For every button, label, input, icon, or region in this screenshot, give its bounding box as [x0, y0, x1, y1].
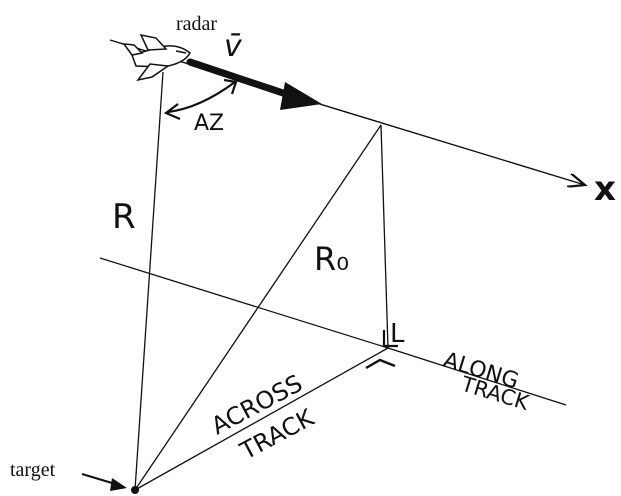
closest-range-line [134, 124, 382, 491]
closest-range-label: R₀ [314, 240, 349, 278]
airplane-icon [122, 33, 191, 82]
across-track-line [134, 347, 389, 491]
ground-reference-line [99, 257, 389, 349]
azimuth-arrowhead-right [223, 78, 238, 95]
azimuth-label: AZ [194, 111, 224, 136]
velocity-label: v̄ [224, 29, 243, 64]
target-point [131, 486, 139, 494]
x-axis-label: x [594, 169, 616, 209]
right-angle-mark-vertical [382, 330, 398, 348]
slant-range-label: R [112, 197, 136, 237]
slant-range-line [134, 71, 164, 491]
along-track-line [387, 347, 567, 406]
target-pointer-arrow-head [110, 478, 127, 491]
vertical-drop-line [380, 124, 389, 349]
right-angle-label: L [390, 319, 405, 349]
azimuth-arrowhead-left [163, 103, 181, 121]
right-angle-mark-ground [365, 358, 396, 370]
velocity-arrow-head [280, 82, 322, 110]
radar-label: radar [176, 13, 217, 35]
target-label: target [10, 459, 56, 481]
azimuth-arc [167, 81, 236, 114]
velocity-arrow-shaft [186, 58, 302, 102]
